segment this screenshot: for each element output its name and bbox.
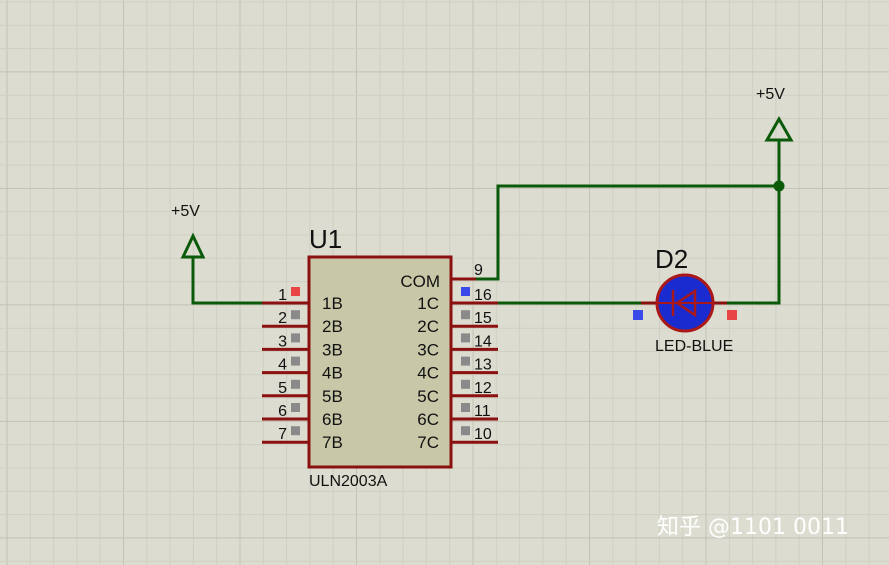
watermark: 知乎 @1101 0011 [657,515,849,540]
ic-pin-number: 16 [474,287,492,304]
ic-com-pin-number: 9 [474,262,483,279]
ic-pin-number: 12 [474,380,492,397]
ic-pin-name: 5C [417,387,439,406]
led-reference: D2 [655,244,688,274]
ic-pin-marker [291,310,300,320]
led-d2[interactable]: D2 LED-BLUE [633,244,737,355]
ic-pin-number: 14 [474,333,492,350]
ic-pin-name: 4C [417,364,439,383]
led-marker-left [633,310,643,320]
ic-pin-name: 7C [417,433,439,452]
led-value: LED-BLUE [655,338,733,355]
power-label-right: +5V [756,86,785,103]
ic-pin-marker [291,333,300,343]
ic-pin-name: 1C [417,294,439,313]
ic-pin-marker [291,379,300,389]
ic-pin-number: 3 [278,333,287,350]
ic-pin-number: 6 [278,403,287,420]
ic-uln2003a[interactable]: U1 1 1B 2 2B 3 3B 4 4B 5 5B 6 6B 7 7B 16 1C 15 2C 14 3C 13 4… [262,224,498,490]
ic-pin-name: 2C [417,317,439,336]
ic-pin-number: 5 [278,380,287,397]
wire-5v-left-to-pin1 [191,257,262,305]
wires [191,140,785,305]
wire-junction-icon [773,180,785,192]
wire-led-to-5v-right [712,140,781,305]
ic-pin-name: 3C [417,340,439,359]
ic-pin-number: 11 [474,403,491,420]
wire-com-to-junction [476,184,779,281]
ic-pin-name: 1B [322,294,343,313]
ic-pin-marker [461,356,470,366]
ic-pin-marker [291,403,300,412]
power-terminal-left[interactable]: +5V [171,203,206,259]
power-terminal-icon [180,232,206,259]
power-terminal-right[interactable]: +5V [756,86,794,142]
ic-pin-marker [461,287,470,296]
led-marker-right [727,310,737,320]
ic-pin-number: 10 [474,426,492,443]
ic-pin-name: 3B [322,340,343,359]
ic-pin-number: 13 [474,357,492,374]
ic-pin-name: 6C [417,410,439,429]
ic-pin-name: 2B [322,317,343,336]
ic-pin-marker [291,287,300,296]
ic-pin-marker [461,333,470,343]
ic-right-pins: 16 1C 15 2C 14 3C 13 4C 12 5C 11 6C 10 7C [417,287,498,452]
ic-pin-name: 5B [322,387,343,406]
ic-pin-marker [461,403,470,412]
ic-pin-marker [461,379,470,389]
ic-pin-marker [291,426,300,436]
ic-value: ULN2003A [309,473,388,490]
ic-pin-name: 4B [322,364,343,383]
ic-left-pins: 1 1B 2 2B 3 3B 4 4B 5 5B 6 6B 7 7B [262,287,343,452]
power-terminal-icon [764,115,794,142]
ic-reference: U1 [309,224,342,254]
ic-pin-marker [461,310,470,320]
power-label-left: +5V [171,203,200,220]
ic-pin-number: 2 [278,310,287,327]
ic-pin-number: 15 [474,310,492,327]
ic-pin-name: 7B [322,433,343,452]
ic-pin-marker [461,426,470,436]
ic-pin-number: 4 [278,357,287,374]
ic-pin-number: 1 [278,287,287,304]
ic-pin-name: 6B [322,410,343,429]
ic-com-label: COM [400,272,440,291]
ic-pin-number: 7 [278,426,287,443]
ic-body [307,255,453,469]
ic-pin-marker [291,356,300,366]
